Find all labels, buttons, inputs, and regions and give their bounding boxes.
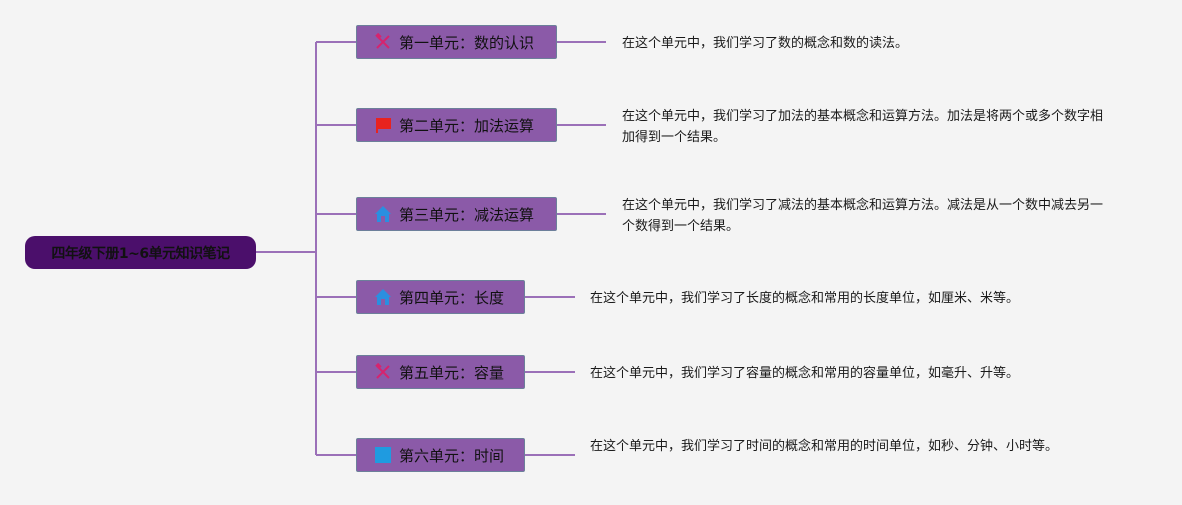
unit-title-6: 第六单元：时间 — [399, 446, 505, 465]
unit-node-3[interactable]: 第三单元：减法运算 — [356, 197, 557, 231]
house-icon — [373, 204, 393, 224]
unit-description-4: 在这个单元中，我们学习了长度的概念和常用的长度单位，如厘米、米等。 — [590, 291, 1020, 306]
unit-node-4[interactable]: 第四单元：长度 — [356, 280, 525, 314]
unit-node-2[interactable]: 第二单元：加法运算 — [356, 108, 557, 142]
unit-title-4: 第四单元：长度 — [399, 288, 505, 307]
unit-description-5: 在这个单元中，我们学习了容量的概念和常用的容量单位，如毫升、升等。 — [590, 366, 1020, 381]
unit-node-6[interactable]: 第六单元：时间 — [356, 438, 525, 472]
flag-icon — [373, 115, 393, 135]
unit-description-3: 在这个单元中，我们学习了减法的基本概念和运算方法。减法是从一个数中减去另一个数得… — [622, 198, 1104, 234]
unit-title-3: 第三单元：减法运算 — [399, 205, 535, 224]
unit-description-6: 在这个单元中，我们学习了时间的概念和常用的时间单位，如秒、分钟、小时等。 — [590, 439, 1059, 454]
unit-description-1: 在这个单元中，我们学习了数的概念和数的读法。 — [622, 36, 909, 51]
unit-title-2: 第二单元：加法运算 — [399, 116, 535, 135]
tools-icon — [373, 32, 393, 52]
root-node[interactable]: 四年级下册1~6单元知识笔记 — [25, 236, 256, 269]
unit-node-1[interactable]: 第一单元：数的认识 — [356, 25, 557, 59]
unit-description-2: 在这个单元中，我们学习了加法的基本概念和运算方法。加法是将两个或多个数字相加得到… — [622, 109, 1104, 145]
square-icon — [373, 445, 393, 465]
house-icon — [373, 287, 393, 307]
unit-node-5[interactable]: 第五单元：容量 — [356, 355, 525, 389]
tools-icon — [373, 362, 393, 382]
unit-title-1: 第一单元：数的认识 — [399, 33, 535, 52]
unit-title-5: 第五单元：容量 — [399, 363, 505, 382]
